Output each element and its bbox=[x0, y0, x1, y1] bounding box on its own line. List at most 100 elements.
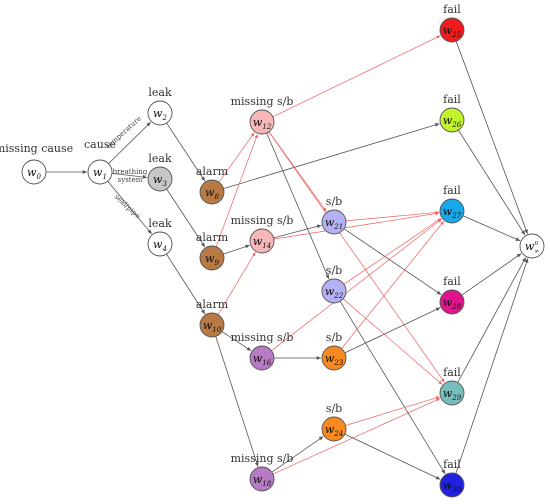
edge-w21-w28 bbox=[343, 228, 442, 296]
edge-w1-w4 bbox=[107, 180, 153, 235]
node-w16-circle bbox=[249, 345, 275, 371]
edge-w10-w16 bbox=[221, 331, 252, 352]
node-w2-label: leak bbox=[148, 86, 172, 99]
node-w21-circle bbox=[321, 209, 347, 235]
node-w3-circle bbox=[147, 166, 173, 192]
edge-w10-w14 bbox=[217, 252, 256, 315]
node-w2-symbol: w2 bbox=[153, 107, 167, 122]
edge-w16-w27 bbox=[271, 218, 442, 351]
node-w16-symbol: w16 bbox=[253, 352, 272, 367]
node-w27-circle bbox=[439, 198, 465, 224]
edge-w23-w28 bbox=[344, 307, 441, 354]
edge-w18-w29 bbox=[272, 398, 441, 475]
edge-w21-w27 bbox=[345, 210, 440, 222]
node-w8-label: alarm bbox=[196, 165, 229, 178]
node-w26: w26 fail bbox=[439, 93, 465, 133]
edges-layer bbox=[46, 35, 529, 480]
node-w22-label: s/b bbox=[326, 264, 342, 277]
node-w8-symbol: w8 bbox=[205, 186, 219, 201]
edge-w9-w14 bbox=[223, 244, 250, 255]
edge-w4-w10 bbox=[166, 253, 206, 315]
node-w24-symbol: w24 bbox=[325, 423, 343, 438]
node-w9-label: alarm bbox=[196, 231, 229, 244]
node-w10-circle bbox=[199, 312, 225, 338]
node-w16-label: missing s/b bbox=[231, 331, 294, 344]
node-w28: w28 fail bbox=[439, 275, 465, 315]
edge-w22-w29 bbox=[342, 298, 443, 385]
node-w9: w9 alarm bbox=[196, 231, 229, 271]
edge-w9-w12 bbox=[215, 134, 258, 247]
node-w25-label: fail bbox=[443, 3, 461, 16]
edge-w12-w29 bbox=[268, 131, 445, 383]
edge-w28-winf bbox=[461, 253, 522, 296]
node-w27-symbol: w27 bbox=[443, 205, 462, 220]
edge-w24-w29 bbox=[345, 396, 440, 426]
node-w3-symbol: w3 bbox=[153, 173, 167, 188]
node-w25-symbol: w25 bbox=[443, 24, 462, 39]
edge-w25-winf bbox=[455, 41, 528, 234]
node-w2-circle bbox=[147, 100, 173, 126]
node-w22-symbol: w22 bbox=[325, 285, 344, 300]
edge-label-w1-w4: seal/pipe bbox=[113, 193, 142, 220]
edge-w26-winf bbox=[458, 129, 526, 236]
edge-w14-w21 bbox=[273, 224, 322, 239]
edge-w14-w27 bbox=[273, 211, 440, 240]
node-w28-label: fail bbox=[443, 275, 461, 288]
node-w0-circle bbox=[21, 159, 47, 185]
node-w1-symbol: w1 bbox=[93, 166, 107, 181]
node-w16: w16 missing s/b bbox=[231, 331, 294, 371]
node-w4: w4 leak bbox=[147, 217, 173, 257]
node-w8: w8 alarm bbox=[196, 165, 229, 205]
node-w2: w2 leak bbox=[147, 86, 173, 126]
node-w26-symbol: w26 bbox=[443, 114, 462, 129]
node-w14-label: missing s/b bbox=[231, 214, 294, 227]
edge-w27-winf bbox=[462, 215, 521, 242]
node-w30-label: fail bbox=[443, 458, 461, 471]
node-w12-label: missing s/b bbox=[231, 95, 294, 108]
node-w10-symbol: w10 bbox=[203, 319, 222, 334]
node-w14-symbol: w14 bbox=[253, 235, 271, 250]
node-w26-circle bbox=[439, 107, 465, 133]
node-w30-circle bbox=[439, 472, 465, 498]
node-w4-label: leak bbox=[148, 217, 172, 230]
edge-w1-w2 bbox=[108, 121, 151, 164]
node-w9-symbol: w9 bbox=[205, 252, 219, 267]
node-w9-circle bbox=[199, 245, 225, 271]
node-w18-circle bbox=[249, 466, 275, 492]
node-w22: w22 s/b bbox=[321, 264, 347, 304]
node-w12-symbol: w12 bbox=[253, 116, 272, 131]
node-w23-label: s/b bbox=[326, 331, 342, 344]
edge-w22-w30 bbox=[339, 301, 446, 475]
edge-w3-w9 bbox=[166, 188, 206, 248]
node-w23-circle bbox=[321, 345, 347, 371]
node-w10-label: alarm bbox=[196, 298, 229, 311]
node-w18-symbol: w18 bbox=[253, 473, 272, 488]
node-w22-circle bbox=[321, 278, 347, 304]
node-winf-circle bbox=[519, 233, 545, 259]
node-w14-circle bbox=[249, 228, 275, 254]
edge-w8-w26 bbox=[223, 123, 440, 189]
node-w4-symbol: w4 bbox=[153, 238, 167, 253]
node-w14: w14 missing s/b bbox=[231, 214, 294, 254]
node-w30-symbol: w30 bbox=[443, 479, 462, 494]
node-w1-circle bbox=[87, 159, 113, 185]
node-w29-label: fail bbox=[443, 366, 461, 379]
node-w26-label: fail bbox=[443, 93, 461, 106]
node-w24-label: s/b bbox=[326, 402, 342, 415]
edge-w12-w25 bbox=[272, 35, 441, 118]
edge-w10-w18 bbox=[215, 336, 259, 467]
node-w18-label: missing s/b bbox=[231, 452, 294, 465]
edge-w22-w27 bbox=[343, 218, 442, 285]
edge-w1-w3 bbox=[111, 173, 148, 179]
node-w8-circle bbox=[199, 179, 225, 205]
node-w12: w12 missing s/b bbox=[231, 95, 294, 135]
node-w28-symbol: w28 bbox=[443, 296, 462, 311]
